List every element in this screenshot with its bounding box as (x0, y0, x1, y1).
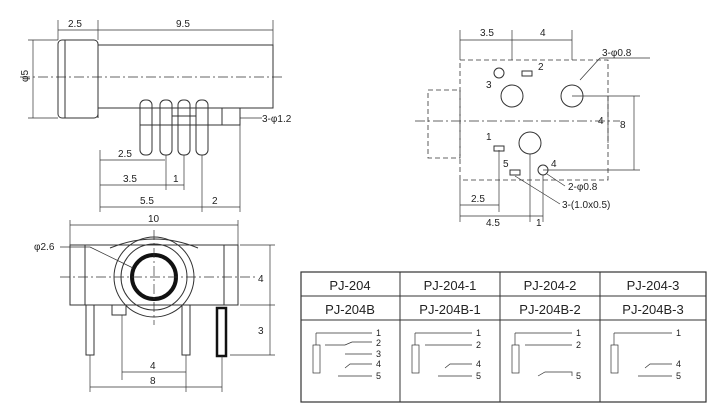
pcb-pin-1: 1 (486, 132, 492, 143)
part-number-table: PJ-204 PJ-204-1 PJ-204-2 PJ-204-3 PJ-204… (300, 271, 707, 403)
s1-pin3: 3 (376, 349, 381, 359)
side-dim-2: 2 (212, 196, 218, 207)
side-dim-9-5: 9.5 (176, 19, 190, 30)
pcb-dim-3-phi0-8: 3-φ0.8 (602, 48, 632, 59)
front-dim-10: 10 (148, 214, 160, 225)
pcb-dim-3-5: 3.5 (480, 28, 494, 39)
schematic-pj-204-2: 1 2 5 (511, 328, 581, 381)
cell-pj-204-3: PJ-204-3 (627, 278, 680, 293)
cell-pj-204b-3: PJ-204B-3 (622, 302, 683, 317)
pcb-dim-2-phi0-8: 2-φ0.8 (568, 182, 598, 193)
cell-pj-204b-1: PJ-204B-1 (419, 302, 480, 317)
side-dim-phi5: φ5 (20, 70, 31, 82)
front-dim-4: 4 (150, 361, 156, 372)
s2-pin4: 4 (476, 359, 481, 369)
s4-pin1: 1 (676, 328, 681, 338)
front-dim-phi2-6: φ2.6 (34, 242, 55, 253)
s4-pin5: 5 (676, 371, 681, 381)
pcb-dim-4v: 4 (598, 116, 604, 127)
cell-pj-204: PJ-204 (329, 278, 370, 293)
side-dim-1: 1 (173, 174, 179, 185)
pcb-pin-2: 2 (538, 62, 544, 73)
side-view: 2.5 9.5 φ5 3-φ1.2 2.5 3.5 1 5.5 2 (20, 19, 292, 212)
side-dim-5-5: 5.5 (140, 196, 154, 207)
side-dim-3-5: 3.5 (123, 174, 137, 185)
front-view: 10 φ2.6 4 3 4 8 (34, 214, 275, 392)
side-dim-2-5b: 2.5 (118, 149, 132, 160)
pcb-dim-3-pad: 3-(1.0x0.5) (562, 200, 610, 211)
pcb-dim-4-5: 4.5 (486, 218, 500, 229)
schematic-pj-204: 1 2 3 4 5 (312, 328, 381, 381)
side-dim-2-5: 2.5 (68, 19, 82, 30)
cell-pj-204b: PJ-204B (325, 302, 375, 317)
cell-pj-204b-2: PJ-204B-2 (519, 302, 580, 317)
front-dim-8: 8 (150, 376, 156, 387)
cell-pj-204-1: PJ-204-1 (424, 278, 477, 293)
front-dim-4v: 4 (258, 274, 264, 285)
s3-pin2: 2 (576, 340, 581, 350)
schematic-pj-204-1: 1 2 4 5 (411, 328, 481, 381)
pcb-pin-4: 4 (551, 159, 557, 170)
s1-pin1: 1 (376, 328, 381, 338)
s3-pin5: 5 (576, 371, 581, 381)
s1-pin5: 5 (376, 371, 381, 381)
s1-pin4: 4 (376, 359, 381, 369)
s3-pin1: 1 (576, 328, 581, 338)
pcb-layout: 3.5 4 3 2 1 5 4 3-φ0.8 4 8 2-φ0.8 (415, 28, 650, 229)
s4-pin4: 4 (676, 359, 681, 369)
pcb-pin-3: 3 (486, 80, 492, 91)
front-dim-3: 3 (258, 326, 264, 337)
s2-pin1: 1 (476, 328, 481, 338)
pcb-dim-4: 4 (540, 28, 546, 39)
cell-pj-204-2: PJ-204-2 (524, 278, 577, 293)
schematic-pj-204-3: 1 4 5 (610, 328, 681, 381)
s2-pin2: 2 (476, 340, 481, 350)
pcb-dim-1: 1 (536, 218, 542, 229)
pcb-dim-2-5: 2.5 (471, 194, 485, 205)
side-dim-3-phi1-2: 3-φ1.2 (262, 114, 292, 125)
s2-pin5: 5 (476, 371, 481, 381)
pcb-dim-8: 8 (620, 120, 626, 131)
s1-pin2: 2 (376, 338, 381, 348)
pcb-pin-5: 5 (503, 159, 509, 170)
